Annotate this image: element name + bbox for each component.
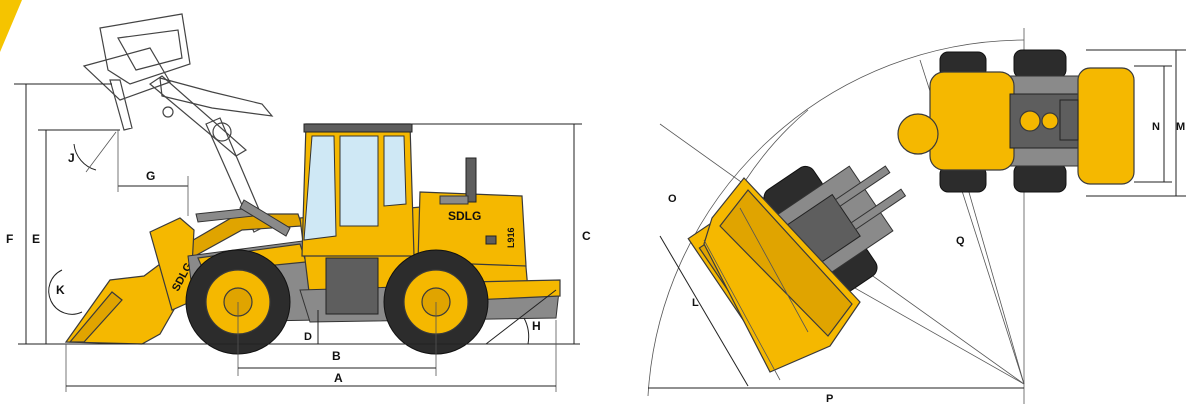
label-A: A (334, 371, 343, 385)
top-rear-frame (929, 49, 1135, 193)
label-G: G (146, 169, 155, 183)
center-hinge (325, 257, 379, 315)
label-D: D (304, 331, 312, 343)
exhaust-pipe (465, 157, 477, 203)
label-E: E (32, 232, 40, 246)
top-view: M N O L Q P (647, 28, 1186, 405)
label-H: H (532, 319, 541, 333)
model-label: L916 (506, 227, 516, 248)
label-P: P (826, 393, 833, 404)
air-intake (439, 195, 469, 205)
label-M: M (1176, 121, 1185, 133)
label-C: C (582, 229, 591, 243)
corner-accent (0, 0, 22, 52)
dim-L (659, 235, 749, 387)
label-B: B (332, 349, 341, 363)
top-hinge (897, 113, 939, 155)
label-K: K (56, 283, 65, 297)
side-dimension-lines (14, 83, 582, 392)
label-N: N (1152, 121, 1160, 133)
label-J: J (68, 151, 75, 165)
bucket: SDLG (64, 217, 195, 345)
label-L: L (692, 297, 699, 309)
side-view: SDLG SDLG L916 (6, 13, 591, 392)
rear-hood (417, 191, 527, 267)
hood-logo: SDLG (448, 209, 481, 223)
top-bucket (703, 177, 861, 381)
rear-light (485, 235, 497, 245)
raised-bucket-outline (82, 13, 274, 233)
cab (301, 123, 415, 257)
label-F: F (6, 232, 13, 246)
label-O: O (668, 193, 677, 205)
lift-cylinder (239, 199, 291, 237)
outer-turn-arc (647, 39, 1025, 397)
label-Q: Q (956, 235, 965, 247)
